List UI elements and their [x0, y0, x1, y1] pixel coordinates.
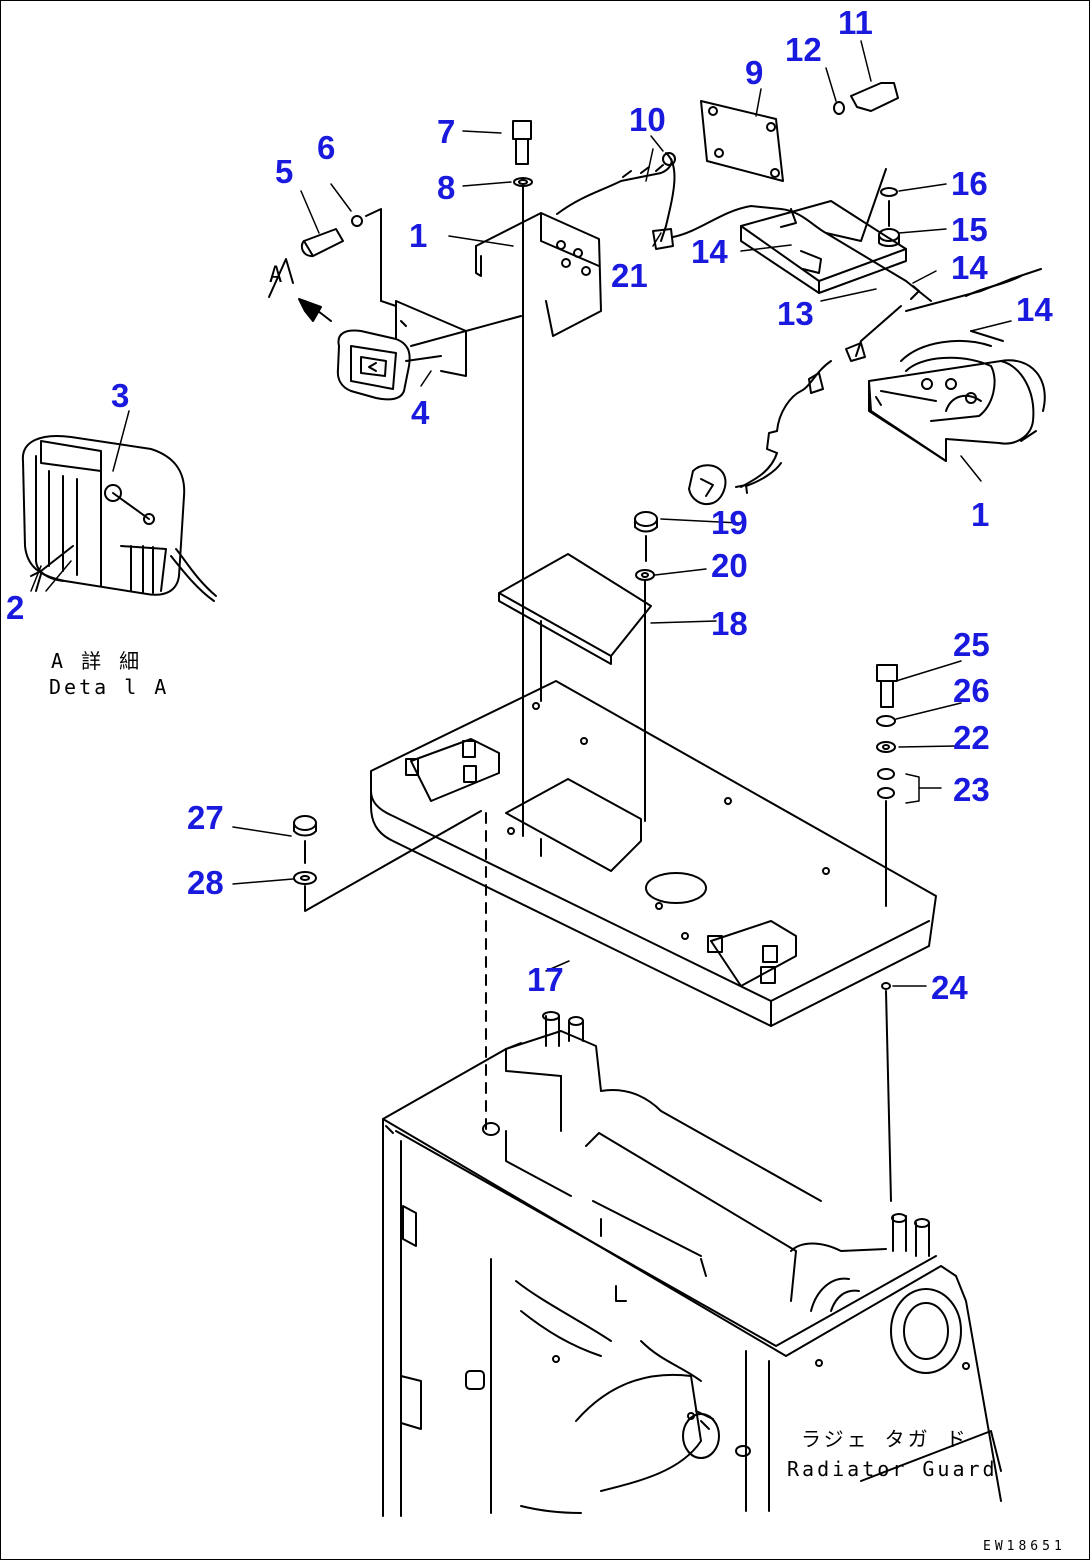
callout-14-right: 14	[951, 249, 988, 286]
callout-19: 19	[711, 504, 748, 541]
callout-1-bracket-right: 1	[971, 496, 990, 533]
leader-lines	[30, 40, 1012, 987]
radiator-guard-drawing	[382, 1011, 1002, 1517]
callout-20: 20	[711, 547, 748, 584]
callout-24: 24	[931, 969, 968, 1006]
fasteners-drawing	[293, 82, 900, 1202]
detail-a-caption-jp: A 詳 細	[51, 649, 143, 673]
callout-6: 6	[317, 129, 336, 166]
callout-4: 4	[411, 394, 430, 431]
callout-13: 13	[777, 295, 814, 332]
callout-15: 15	[951, 211, 988, 248]
callout-14-far-right: 14	[1016, 291, 1053, 328]
top-plate-drawing	[370, 680, 937, 1132]
callout-27: 27	[187, 799, 224, 836]
radiator-guard-caption-en: Radiator Guard	[787, 1457, 998, 1481]
callout-3: 3	[111, 377, 130, 414]
callout-17: 17	[527, 961, 564, 998]
callout-28: 28	[187, 864, 224, 901]
callout-16: 16	[951, 165, 988, 202]
callout-7: 7	[437, 113, 456, 150]
work-lamp-drawing	[268, 208, 602, 401]
callout-23: 23	[953, 771, 990, 808]
callout-8: 8	[437, 169, 456, 206]
callout-21: 21	[611, 257, 648, 294]
callout-2: 2	[6, 589, 25, 626]
drawing-number: EW18651	[983, 1539, 1066, 1554]
callout-1-bracket-left: 1	[409, 217, 428, 254]
callout-12: 12	[785, 31, 822, 68]
callout-9: 9	[745, 54, 764, 91]
wiring-harness-drawing	[556, 100, 1046, 505]
radiator-guard-caption-jp: ラジェ タガ ド	[801, 1427, 969, 1451]
callout-22: 22	[953, 719, 990, 756]
callout-5: 5	[275, 153, 294, 190]
callout-25: 25	[953, 626, 990, 663]
cover-plate-drawing	[498, 553, 652, 702]
callout-14-upper: 14	[691, 233, 728, 270]
callout-26: 26	[953, 672, 990, 709]
detail-a-caption-en: Deta l A	[49, 675, 170, 699]
callout-10: 10	[629, 101, 666, 138]
view-marker-a: A	[269, 263, 286, 288]
callout-11: 11	[838, 4, 873, 41]
callout-18: 18	[711, 605, 748, 642]
detail-a-lamp-drawing	[21, 435, 217, 602]
